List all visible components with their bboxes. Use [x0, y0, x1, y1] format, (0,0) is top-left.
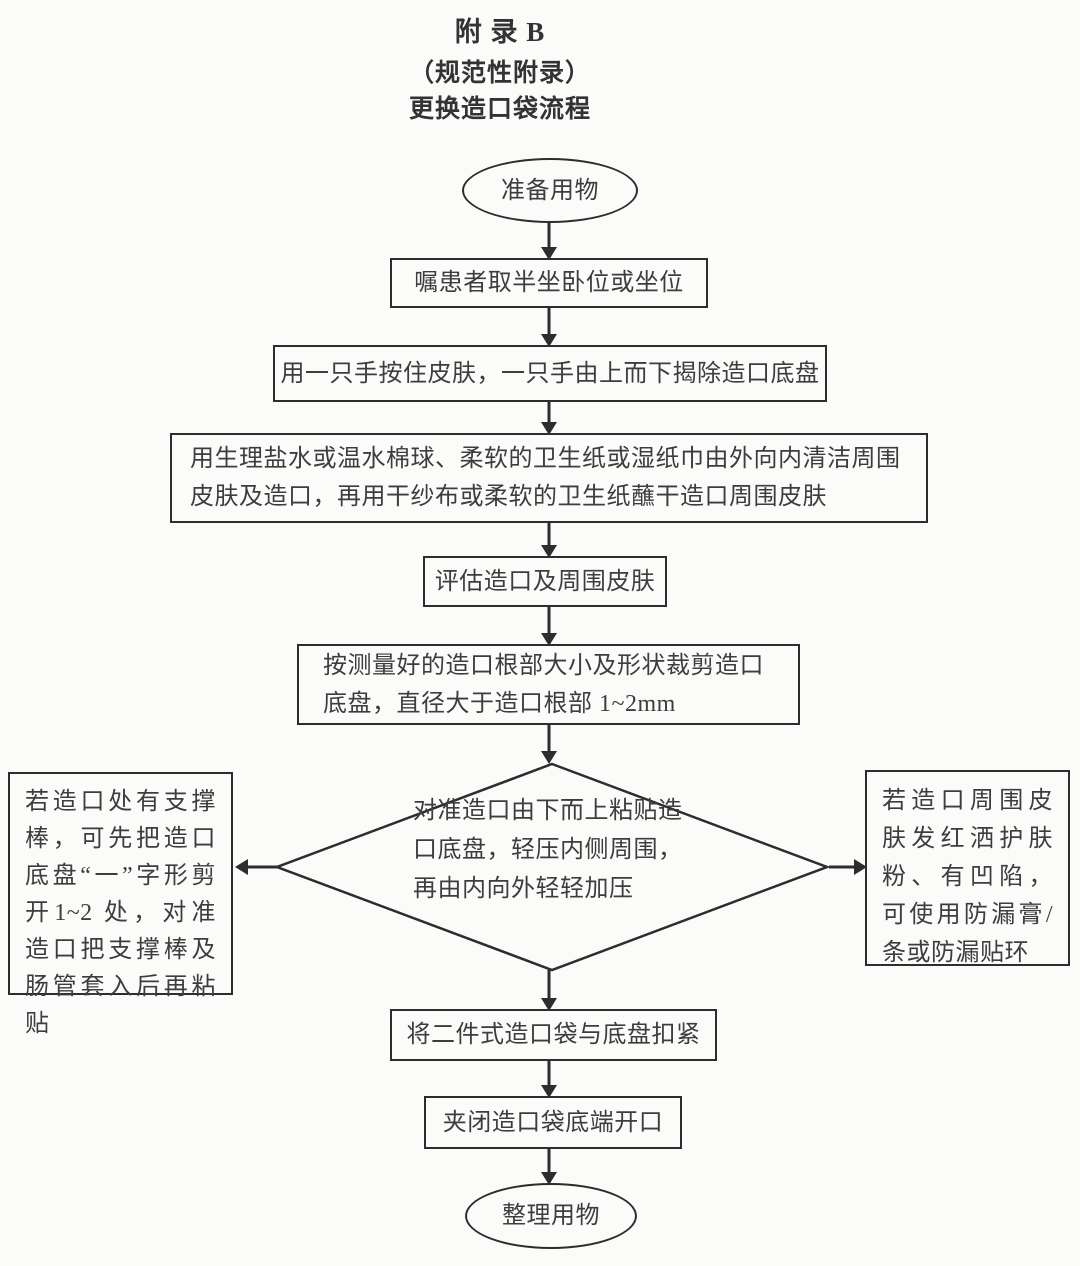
side-note-right: 若造口周围皮肤发红洒护肤粉、有凹陷，可使用防漏膏/条或防漏贴环	[865, 770, 1070, 966]
appendix-subtitle: （规范性附录）	[408, 60, 591, 87]
process-step-6-label: 将二件式造口袋与底盘扣紧	[406, 1022, 701, 1048]
down-arrow-7	[541, 970, 557, 1011]
right-arrow	[829, 859, 867, 875]
process-step-5: 按测量好的造口根部大小及形状裁剪造口底盘，直径大于造口根部 1~2mm	[297, 644, 800, 725]
process-step-5-label: 按测量好的造口根部大小及形状裁剪造口底盘，直径大于造口根部 1~2mm	[323, 652, 764, 717]
side-note-right-label: 若造口周围皮肤发红洒护肤粉、有凹陷，可使用防漏膏/条或防漏贴环	[882, 788, 1053, 966]
process-step-7-label: 夹闭造口袋底端开口	[442, 1109, 664, 1136]
side-note-left: 若造口处有支撑棒，可先把造口底盘“一”字形剪开1~2 处，对准造口把支撑棒及肠管…	[8, 772, 233, 1037]
down-arrow-9	[541, 1147, 557, 1185]
process-step-4: 评估造口及周围皮肤	[423, 556, 667, 607]
end-terminator: 整理用物	[465, 1183, 637, 1249]
start-label: 准备用物	[501, 177, 599, 204]
appendix-title: 附 录 B	[454, 17, 546, 47]
down-arrow-4	[541, 521, 557, 558]
decision-diamond: 对准造口由下而上粘贴造口底盘，轻压内侧周围，再由内向外轻轻加压	[275, 762, 829, 972]
down-arrow-6	[541, 723, 557, 764]
flowchart-title: 更换造口袋流程	[408, 96, 591, 123]
process-step-4-label: 评估造口及周围皮肤	[434, 568, 656, 595]
down-arrow-8	[541, 1059, 557, 1098]
process-step-7: 夹闭造口袋底端开口	[424, 1096, 682, 1149]
down-arrow-1	[541, 221, 557, 260]
start-terminator: 准备用物	[462, 158, 638, 223]
process-step-2: 用一只手按住皮肤，一只手由上而下揭除造口底盘	[273, 345, 827, 402]
side-note-left-label: 若造口处有支撑棒，可先把造口底盘“一”字形剪开1~2 处，对准造口把支撑棒及肠管…	[25, 789, 216, 1037]
process-step-3-label: 用生理盐水或温水棉球、柔软的卫生纸或湿纸巾由外向内清洁周围皮肤及造口，再用干纱布…	[190, 446, 901, 510]
process-step-3: 用生理盐水或温水棉球、柔软的卫生纸或湿纸巾由外向内清洁周围皮肤及造口，再用干纱布…	[170, 433, 928, 523]
down-arrow-2	[541, 306, 557, 347]
down-arrow-3	[541, 400, 557, 435]
process-step-2-label: 用一只手按住皮肤，一只手由上而下揭除造口底盘	[280, 360, 820, 387]
process-step-1: 嘱患者取半坐卧位或坐位	[390, 258, 708, 308]
end-label: 整理用物	[502, 1203, 600, 1229]
process-step-6: 将二件式造口袋与底盘扣紧	[390, 1009, 717, 1061]
decision-label: 对准造口由下而上粘贴造口底盘，轻压内侧周围，再由内向外轻轻加压	[413, 798, 683, 902]
down-arrow-5	[541, 605, 557, 646]
process-step-1-label: 嘱患者取半坐卧位或坐位	[414, 270, 684, 296]
left-arrow	[235, 859, 277, 875]
